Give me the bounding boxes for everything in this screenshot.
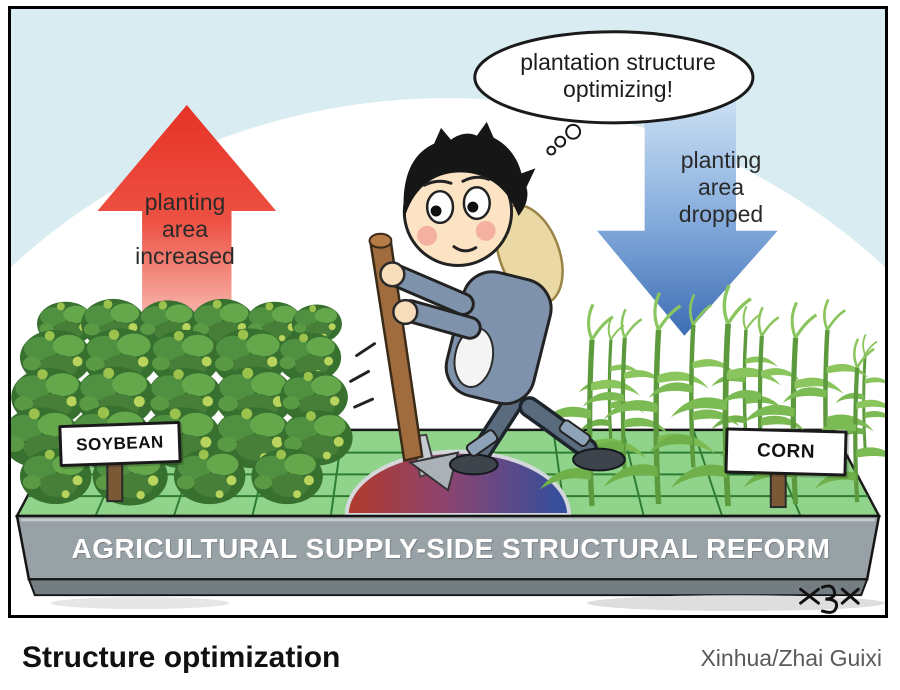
banner [15, 514, 881, 597]
caption-title: Structure optimization [22, 641, 341, 674]
soybean-sign-label: SOYBEAN [75, 432, 165, 455]
farmer-hair [403, 121, 536, 219]
corn-sign: CORN [724, 427, 848, 477]
transition-dome [344, 449, 572, 517]
ground-shadow-left [50, 597, 230, 610]
caption-bar: Structure optimization Xinhua/Zhai Guixi [8, 632, 892, 684]
farmer [349, 121, 626, 492]
plow [368, 232, 460, 492]
soybean-sign: SOYBEAN [58, 420, 182, 468]
left-arrow-label: planting area increased [135, 189, 235, 270]
down-arrow [596, 102, 778, 336]
banner-text: AGRICULTURAL SUPPLY-SIDE STRUCTURAL REFO… [71, 533, 831, 564]
ground-shadow [587, 595, 885, 612]
cartoon-illustration [11, 9, 885, 615]
cartoon-frame: plantation structure optimizing! plantin… [8, 6, 888, 618]
artist-signature-icon [799, 584, 860, 614]
thought-bubble [473, 30, 755, 156]
motion-lines [349, 342, 376, 409]
back-shoe [448, 453, 499, 476]
thought-bubble-text: plantation structure optimizing! [520, 49, 716, 103]
corn-sign-label: CORN [756, 440, 816, 463]
right-arrow-label: planting area dropped [678, 147, 764, 228]
front-shoe [572, 447, 626, 472]
caption-credit: Xinhua/Zhai Guixi [700, 644, 882, 671]
soybean-field [11, 298, 353, 506]
